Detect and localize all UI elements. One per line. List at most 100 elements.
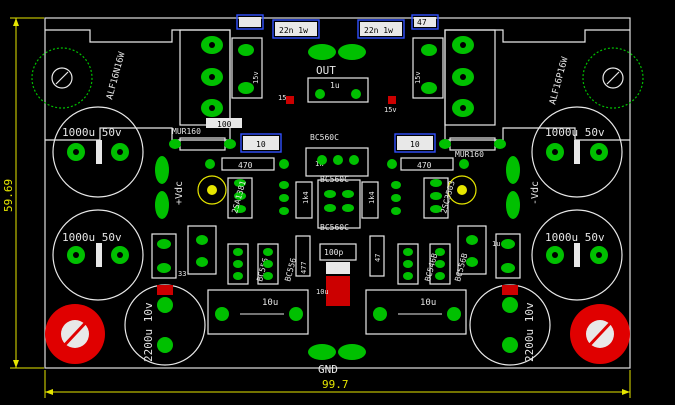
transistor-2sa1381: 2SA1381 <box>197 175 253 219</box>
svg-text:22n 1w: 22n 1w <box>364 26 393 35</box>
mounting-hole-left <box>45 304 105 364</box>
trimmer-pot: 0 <box>326 262 350 306</box>
svg-text:1000u 50v: 1000u 50v <box>62 231 122 244</box>
svg-text:BC560C: BC560C <box>320 223 349 232</box>
diode-mur-right: MUR160 <box>439 137 506 159</box>
svg-text:2SC3503: 2SC3503 <box>439 179 456 214</box>
svg-text:+Vdc: +Vdc <box>174 181 185 205</box>
resistor-top-left <box>236 14 264 30</box>
bc560c-top: BC560C 1k <box>305 133 369 177</box>
svg-text:10: 10 <box>256 140 266 149</box>
gnd-label: GND <box>318 363 338 376</box>
bc560c-pads-right <box>391 181 401 215</box>
cap-10u-right: 10u <box>365 289 467 335</box>
svg-text:BC560C: BC560C <box>320 175 349 184</box>
svg-text:47: 47 <box>417 18 427 27</box>
resistor-100: 100 <box>206 118 242 129</box>
svg-text:BC556B: BC556B <box>453 252 469 282</box>
resistor-1k4-right: 1k4 <box>361 181 379 219</box>
svg-text:1000u 50v: 1000u 50v <box>545 231 605 244</box>
out-connector: OUT <box>308 44 366 77</box>
transistor-bc556-right: BC556 <box>257 243 298 285</box>
svg-text:100p: 100p <box>324 248 343 257</box>
label-10u-small: 10u <box>316 288 329 296</box>
svg-text:MUR160: MUR160 <box>172 127 201 136</box>
resistor-470-left: 470 <box>205 157 289 171</box>
svg-text:47: 47 <box>374 254 382 262</box>
cap-2200u-right: 2200u 10v <box>469 284 551 366</box>
transistor-bc556b: BC556B <box>429 243 469 285</box>
smd-pad-left <box>286 96 294 104</box>
svg-text:1000u 50v: 1000u 50v <box>545 126 605 139</box>
resistor-100-right <box>495 233 521 279</box>
svg-text:MUR160: MUR160 <box>455 150 484 159</box>
svg-text:2200u 10v: 2200u 10v <box>523 302 536 362</box>
svg-text:470: 470 <box>238 161 253 170</box>
svg-text:1k4: 1k4 <box>302 191 310 204</box>
heatsink-left-label: ALF16N16W <box>105 51 127 101</box>
out-label: OUT <box>316 64 336 77</box>
resistor-47-top: 47 <box>411 14 439 30</box>
dimension-width: 99.7 <box>44 370 631 398</box>
heatsink-left: ALF16N16W <box>31 29 231 141</box>
cap-10u-left: 10u <box>207 289 309 335</box>
resistor-10-left: 10 <box>240 133 282 153</box>
svg-text:477: 477 <box>300 261 308 274</box>
svg-text:0: 0 <box>334 266 338 274</box>
heatsink-right-label: ALF16P16W <box>548 56 570 106</box>
svg-text:BC560C: BC560C <box>310 133 339 142</box>
svg-text:1k4: 1k4 <box>368 191 376 204</box>
cap-1u-left <box>187 225 217 275</box>
svg-text:15v: 15v <box>414 71 422 84</box>
capacitor-22n-right: 22n 1w <box>357 19 405 39</box>
resistor-33: 33 <box>151 233 186 279</box>
resistor-47: 47 <box>369 235 385 277</box>
cap-2200u-left: 2200u 10v <box>124 284 206 366</box>
diode-mur-left: MUR160 <box>169 127 236 151</box>
transistor-bc546b: BC546B <box>397 243 439 285</box>
cap-100p: 100p <box>319 243 357 261</box>
svg-text:1000u 50v: 1000u 50v <box>62 126 122 139</box>
cap-15v-left: 15v <box>231 37 263 99</box>
resistor-top-left-body <box>239 17 261 27</box>
svg-text:22n 1w: 22n 1w <box>279 26 308 35</box>
resistor-10-right: 10 <box>394 133 436 153</box>
svg-text:10: 10 <box>410 140 420 149</box>
power-transistor-right <box>444 29 496 126</box>
bc560c-mid: BC560C BC560C <box>317 175 361 232</box>
dim-height-label: 59.69 <box>2 179 15 212</box>
resistor-470-right: 470 <box>387 157 469 171</box>
bc560c-pads-left <box>279 181 289 215</box>
gnd-connector: GND <box>308 344 366 376</box>
dimension-height: 59.69 <box>2 17 44 369</box>
svg-text:470: 470 <box>417 161 432 170</box>
svg-text:100: 100 <box>217 120 232 129</box>
capacitor-22n-left: 22n 1w <box>272 19 320 39</box>
cap-1000u-top-left: 1000u 50v <box>52 106 144 198</box>
label-15v-right: 15v <box>384 106 397 114</box>
svg-text:15v: 15v <box>252 71 260 84</box>
power-transistor-left <box>179 29 231 126</box>
svg-text:10u: 10u <box>420 298 436 308</box>
svg-text:33: 33 <box>178 270 186 278</box>
transistor-2sc3503: 2SC3503 <box>423 175 477 219</box>
dim-width-label: 99.7 <box>322 378 349 391</box>
heatsink-right: ALF16P16W <box>444 29 644 141</box>
resistor-477: 477 <box>295 235 311 277</box>
svg-text:2200u 10v: 2200u 10v <box>142 302 155 362</box>
cap-15v-right: 15v <box>412 37 444 99</box>
svg-text:10u: 10u <box>262 298 278 308</box>
svg-text:-Vdc: -Vdc <box>530 181 541 205</box>
r15-left-label: 15 <box>278 94 286 102</box>
vdc-positive: +Vdc <box>155 156 185 219</box>
svg-text:1u: 1u <box>330 81 340 90</box>
cap-1u-output: 1u <box>307 77 369 103</box>
cap-1000u-mid-left: 1000u 50v <box>52 209 144 301</box>
cap-1000u-top-right: 1000u 50v <box>531 106 623 198</box>
cap-1000u-mid-right: 1000u 50v <box>531 209 623 301</box>
board-outline <box>44 17 631 369</box>
smd-pad-right <box>388 96 396 104</box>
mounting-hole-right <box>570 304 630 364</box>
resistor-1k4-left: 1k4 <box>295 181 313 219</box>
